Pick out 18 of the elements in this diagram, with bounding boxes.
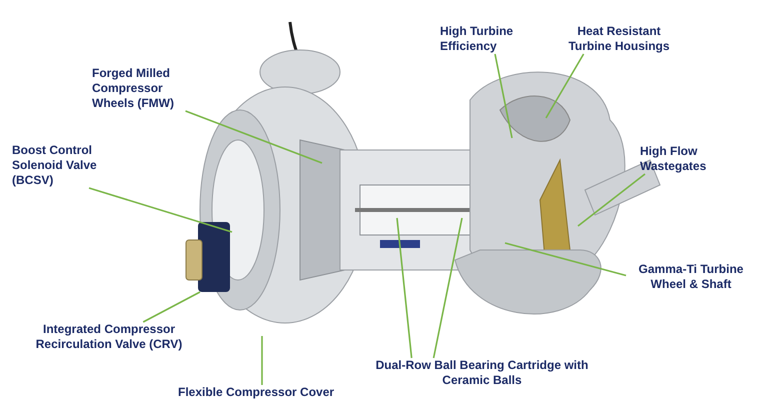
callout-label: High Flow Wastegates	[640, 144, 740, 174]
leader-line	[494, 54, 513, 138]
leader-line	[504, 242, 626, 276]
callout-label: Boost Control Solenoid Valve (BCSV)	[12, 143, 122, 188]
leader-line	[545, 54, 584, 118]
callout-label: Heat Resistant Turbine Housings	[560, 24, 678, 54]
callout-label: Integrated Compressor Recirculation Valve (CRV)	[14, 322, 204, 352]
callout-label: Dual-Row Ball Bearing Cartridge with Ceramic Balls	[372, 358, 592, 388]
leader-line	[88, 187, 232, 233]
leader-line	[432, 218, 463, 358]
leader-line	[142, 291, 200, 323]
callout-label: Flexible Compressor Cover	[178, 385, 353, 400]
leader-line	[261, 336, 263, 385]
leader-line	[185, 110, 322, 164]
callout-label: Gamma-Ti Turbine Wheel & Shaft	[626, 262, 756, 292]
callout-label: High Turbine Efficiency	[440, 24, 540, 54]
leader-line	[396, 218, 412, 358]
callout-label: Forged Milled Compressor Wheels (FMW)	[92, 66, 202, 111]
